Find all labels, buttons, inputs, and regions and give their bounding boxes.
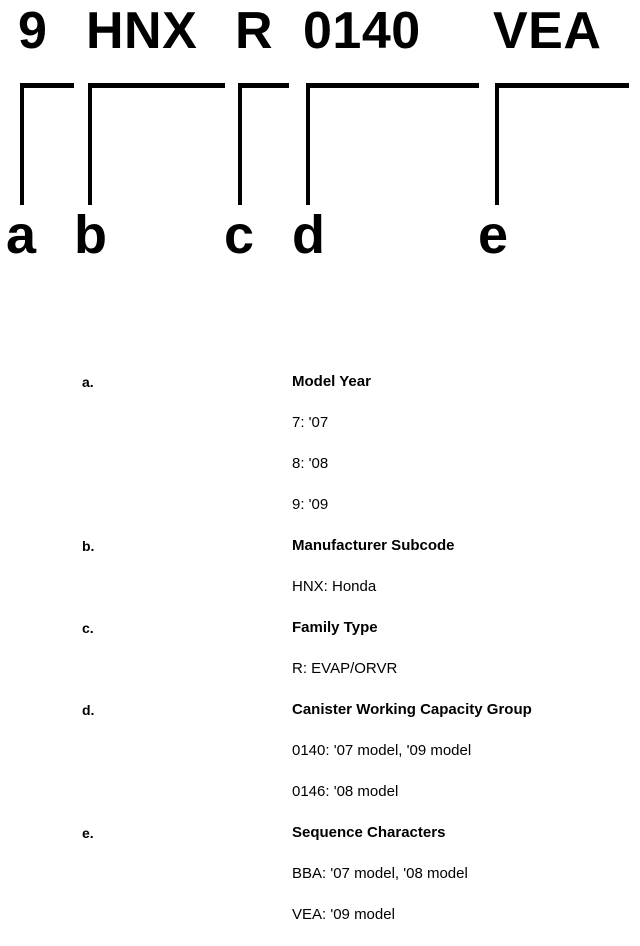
leader-vertical-a	[20, 83, 24, 205]
legend-list: a. Model Year 7: '07 8: '08 9: '09 b. Ma…	[0, 372, 640, 946]
key-letter-b: b	[74, 205, 107, 265]
legend-heading-row-e: e. Sequence Characters	[0, 823, 640, 864]
legend-group-a: a. Model Year 7: '07 8: '08 9: '09	[0, 372, 640, 536]
legend-group-e: e. Sequence Characters BBA: '07 model, '…	[0, 823, 640, 946]
key-letter-a: a	[6, 205, 37, 265]
legend-title-d: Canister Working Capacity Group	[292, 701, 532, 718]
code-segment-model-year: 9	[18, 2, 48, 60]
legend-item-text: 8: '08	[292, 455, 329, 472]
legend-marker-b: b.	[82, 538, 95, 554]
legend-group-d: d. Canister Working Capacity Group 0140:…	[0, 700, 640, 823]
legend-title-e: Sequence Characters	[292, 824, 446, 841]
legend-item-text: VEA: '09 model	[292, 906, 395, 923]
legend-marker-d: d.	[82, 702, 95, 718]
key-letter-c: c	[224, 205, 255, 265]
legend-title-c: Family Type	[292, 619, 378, 636]
key-letter-d: d	[292, 205, 325, 265]
leader-horizontal-d	[306, 83, 479, 88]
legend-heading-row-d: d. Canister Working Capacity Group	[0, 700, 640, 741]
leader-vertical-c	[238, 83, 242, 205]
legend-item: VEA: '09 model	[0, 905, 640, 946]
leader-horizontal-a	[20, 83, 74, 88]
legend-item-text: BBA: '07 model, '08 model	[292, 865, 468, 882]
legend-item: 0140: '07 model, '09 model	[0, 741, 640, 782]
legend-item: HNX: Honda	[0, 577, 640, 618]
legend-group-b: b. Manufacturer Subcode HNX: Honda	[0, 536, 640, 618]
legend-item-text: 0140: '07 model, '09 model	[292, 742, 472, 759]
legend-group-c: c. Family Type R: EVAP/ORVR	[0, 618, 640, 700]
legend-item: 0146: '08 model	[0, 782, 640, 823]
legend-title-b: Manufacturer Subcode	[292, 537, 455, 554]
legend-title-a: Model Year	[292, 373, 371, 390]
legend-item-text: 0146: '08 model	[292, 783, 399, 800]
legend-heading-row-c: c. Family Type	[0, 618, 640, 659]
legend-marker-c: c.	[82, 620, 94, 636]
legend-item-text: 9: '09	[292, 496, 329, 513]
legend-item: 8: '08	[0, 454, 640, 495]
leader-horizontal-b	[88, 83, 225, 88]
legend-item: BBA: '07 model, '08 model	[0, 864, 640, 905]
legend-heading-row-b: b. Manufacturer Subcode	[0, 536, 640, 577]
legend-marker-a: a.	[82, 374, 94, 390]
legend-item-text: R: EVAP/ORVR	[292, 660, 398, 677]
legend-item: R: EVAP/ORVR	[0, 659, 640, 700]
legend-item: 7: '07	[0, 413, 640, 454]
legend-heading-row-a: a. Model Year	[0, 372, 640, 413]
code-segment-manufacturer-subcode: HNX	[86, 2, 198, 60]
key-letter-e: e	[478, 205, 509, 265]
legend-item: 9: '09	[0, 495, 640, 536]
code-segment-sequence-characters: VEA	[493, 2, 602, 60]
engine-family-code-row: 9 HNX R 0140 VEA	[0, 0, 640, 72]
legend-marker-e: e.	[82, 825, 94, 841]
leader-horizontal-c	[238, 83, 289, 88]
code-segment-family-type: R	[235, 2, 274, 60]
leader-horizontal-e	[495, 83, 629, 88]
code-segment-canister-group: 0140	[303, 2, 421, 60]
leader-vertical-b	[88, 83, 92, 205]
leader-vertical-e	[495, 83, 499, 205]
leader-vertical-d	[306, 83, 310, 205]
legend-item-text: HNX: Honda	[292, 578, 377, 595]
legend-item-text: 7: '07	[292, 414, 329, 431]
